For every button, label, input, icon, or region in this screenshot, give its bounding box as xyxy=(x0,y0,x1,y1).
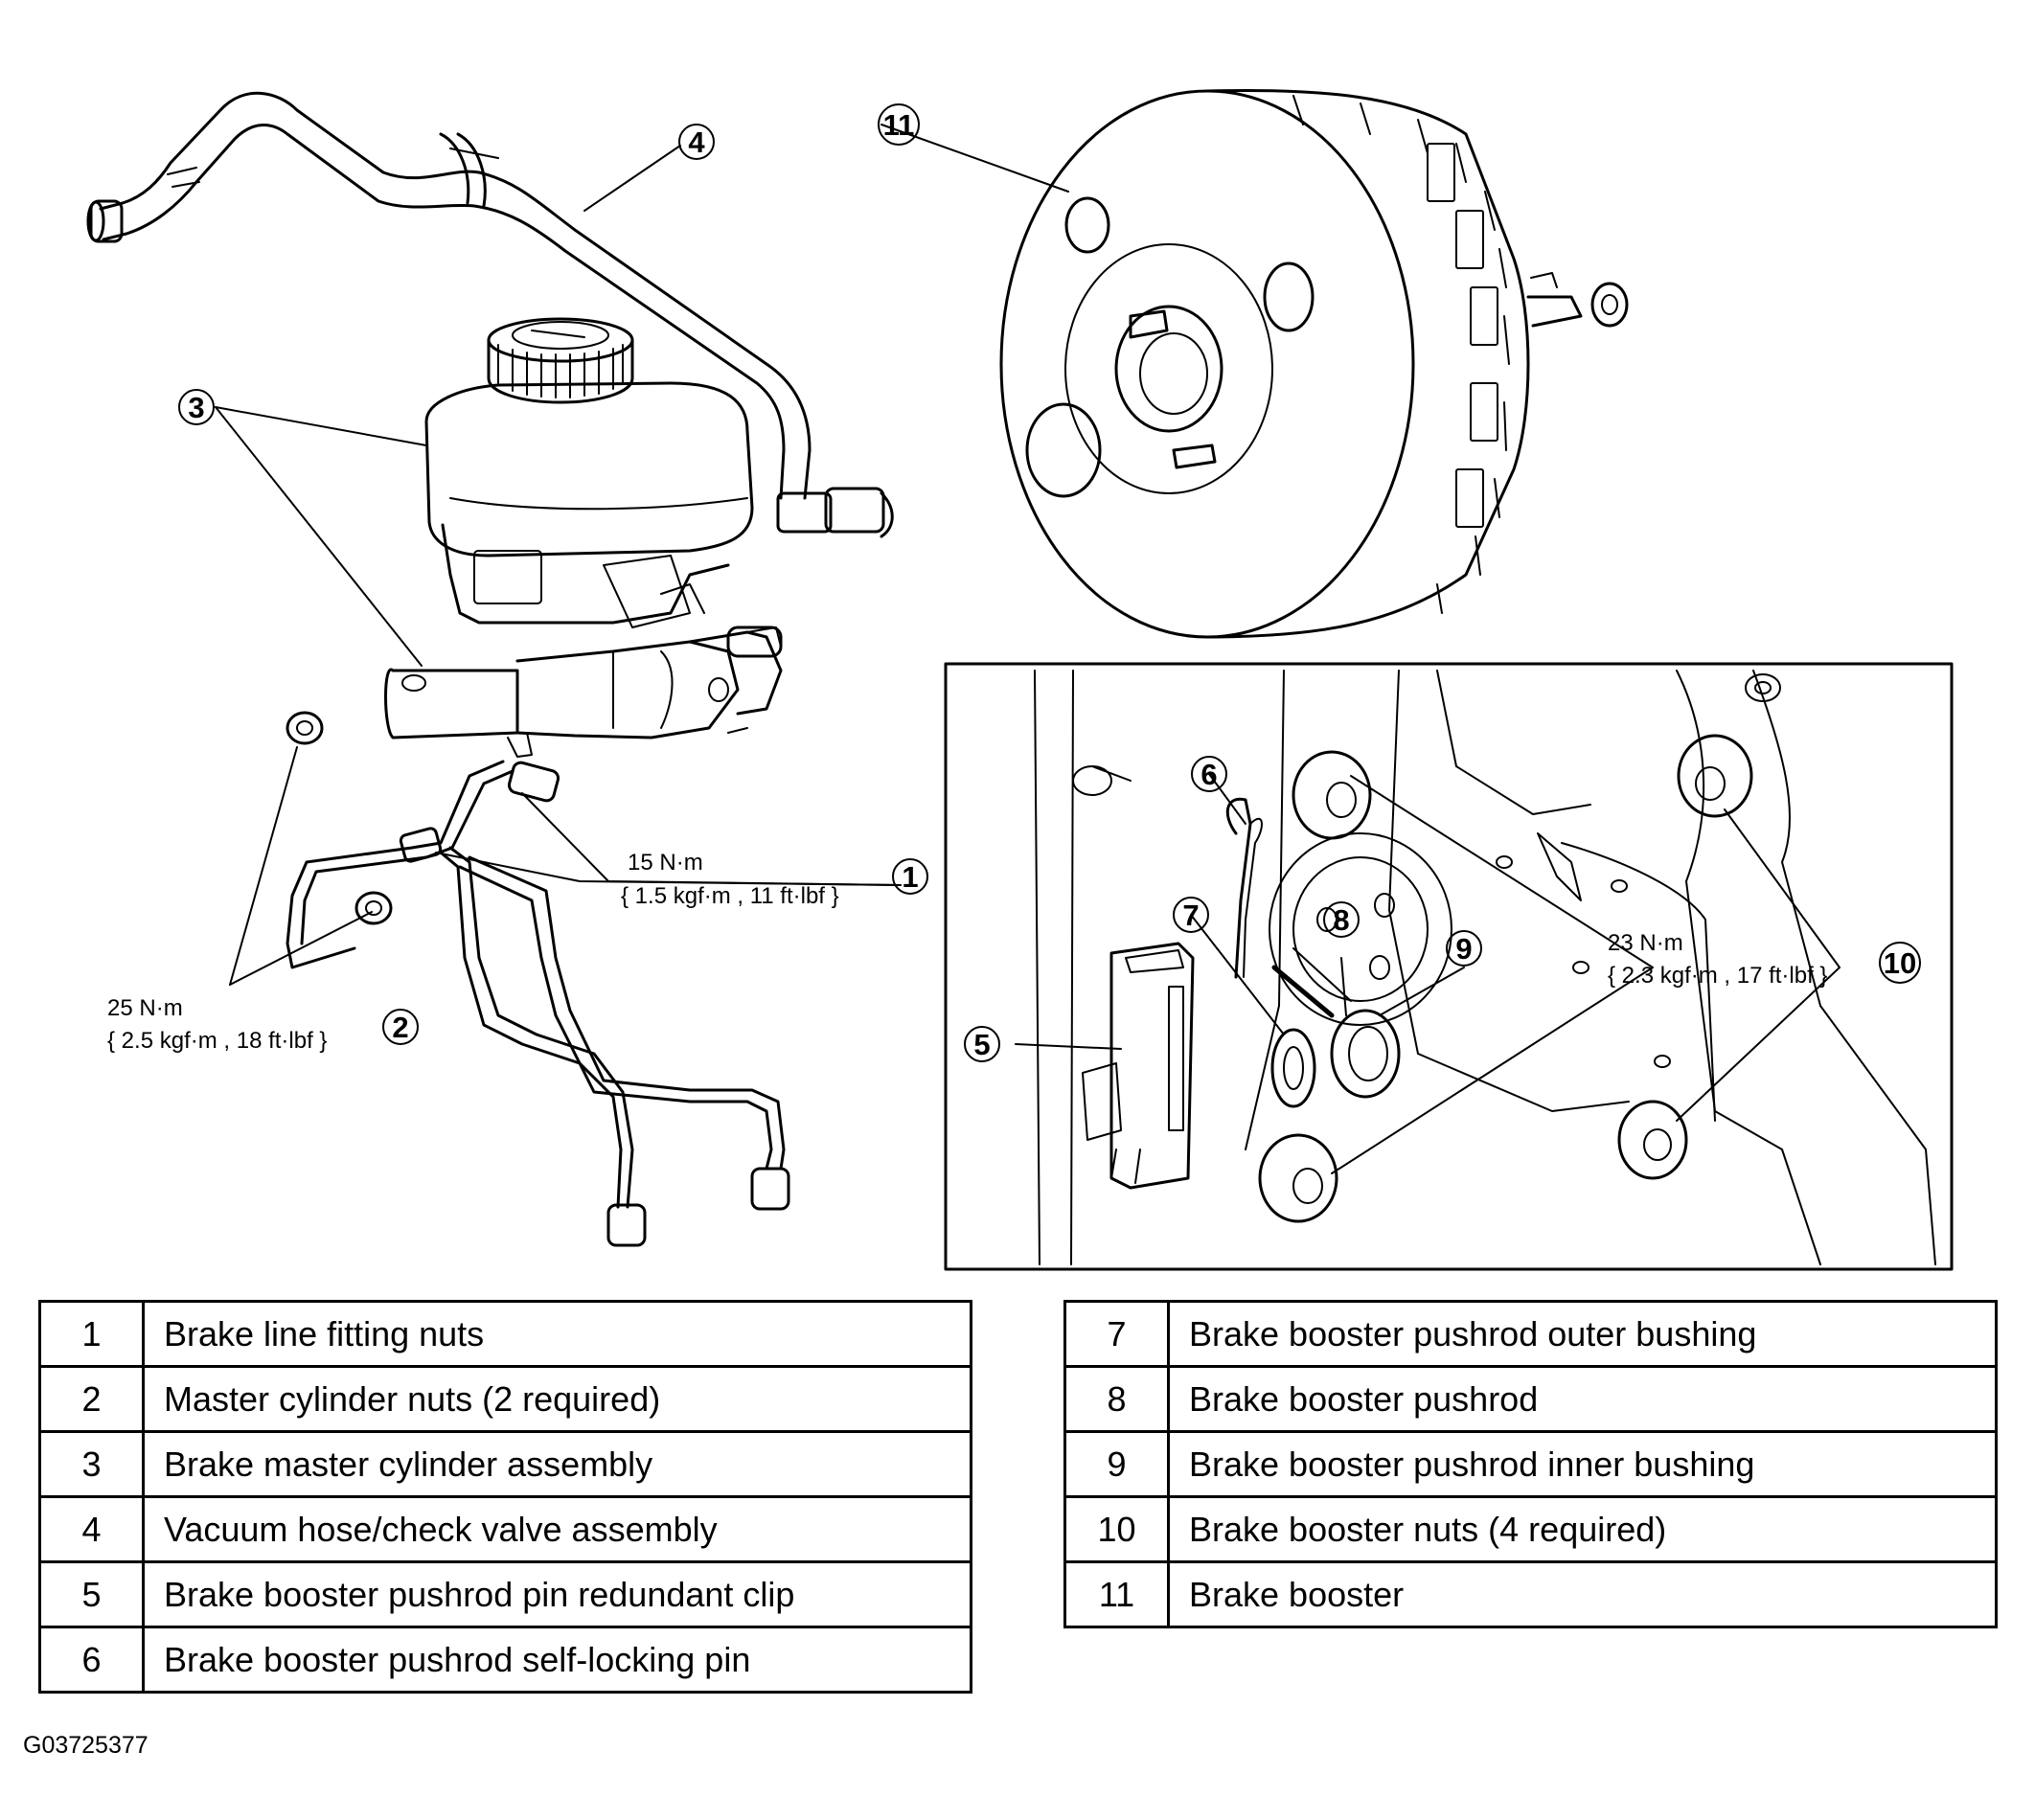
legend-description: Brake booster pushrod outer bushing xyxy=(1167,1300,1998,1368)
leader-lines xyxy=(215,124,1841,1174)
torque-2-alt: { 2.5 kgf·m , 18 ft·lbf } xyxy=(107,1028,327,1054)
torque-1-nm: 15 N·m xyxy=(628,850,703,876)
legend-number: 5 xyxy=(38,1560,145,1628)
callout-circles xyxy=(178,103,1921,1062)
legend-description: Master cylinder nuts (2 required) xyxy=(142,1365,972,1433)
diagram-artwork: 1 2 3 4 5 6 7 8 9 10 11 15 N·m { 1.5 kgf… xyxy=(86,88,1954,1271)
legend-description: Vacuum hose/check valve assembly xyxy=(142,1495,972,1563)
legend-description: Brake line fitting nuts xyxy=(142,1300,972,1368)
callout-2: 2 xyxy=(392,1011,408,1044)
vacuum-hose xyxy=(86,91,894,538)
callout-9: 9 xyxy=(1455,932,1472,966)
legend-number: 1 xyxy=(38,1300,145,1368)
callout-11: 11 xyxy=(883,108,915,142)
torque-1-alt: { 1.5 kgf·m , 11 ft·lbf } xyxy=(621,883,839,909)
callout-4: 4 xyxy=(688,125,705,159)
master-cylinder xyxy=(384,317,783,758)
legend-number: 7 xyxy=(1063,1300,1170,1368)
legend-description: Brake booster pushrod pin redundant clip xyxy=(142,1560,972,1628)
callout-10: 10 xyxy=(1884,946,1916,980)
legend-number: 6 xyxy=(38,1626,145,1694)
legend-description: Brake booster pushrod self-locking pin xyxy=(142,1626,972,1694)
brake-booster xyxy=(999,88,1629,639)
callout-numbers: 1 2 3 4 5 6 7 8 9 10 11 xyxy=(188,108,1916,1061)
legend-number: 4 xyxy=(38,1495,145,1563)
inset-detail-view xyxy=(944,662,1954,1271)
legend-number: 11 xyxy=(1063,1560,1170,1628)
callout-6: 6 xyxy=(1200,758,1217,791)
legend-description: Brake booster pushrod inner bushing xyxy=(1167,1430,1998,1498)
legend-number: 9 xyxy=(1063,1430,1170,1498)
torque-10-nm: 23 N·m xyxy=(1608,930,1683,956)
callout-1: 1 xyxy=(902,860,918,894)
torque-10-alt: { 2.3 kgf·m , 17 ft·lbf } xyxy=(1608,963,1827,989)
brake-lines xyxy=(286,711,790,1247)
callout-7: 7 xyxy=(1182,899,1199,932)
callout-5: 5 xyxy=(973,1028,990,1061)
legend-number: 2 xyxy=(38,1365,145,1433)
callout-8: 8 xyxy=(1333,903,1349,937)
torque-specs: 15 N·m { 1.5 kgf·m , 11 ft·lbf } 25 N·m … xyxy=(107,850,1827,1054)
torque-2-nm: 25 N·m xyxy=(107,995,183,1021)
legend-description: Brake booster nuts (4 required) xyxy=(1167,1495,1998,1563)
legend-description: Brake master cylinder assembly xyxy=(142,1430,972,1498)
legend-number: 3 xyxy=(38,1430,145,1498)
figure-id: G03725377 xyxy=(23,1732,149,1759)
legend-description: Brake booster pushrod xyxy=(1167,1365,1998,1433)
legend-description: Brake booster xyxy=(1167,1560,1998,1628)
callout-3: 3 xyxy=(188,391,204,424)
legend-number: 10 xyxy=(1063,1495,1170,1563)
legend-number: 8 xyxy=(1063,1365,1170,1433)
